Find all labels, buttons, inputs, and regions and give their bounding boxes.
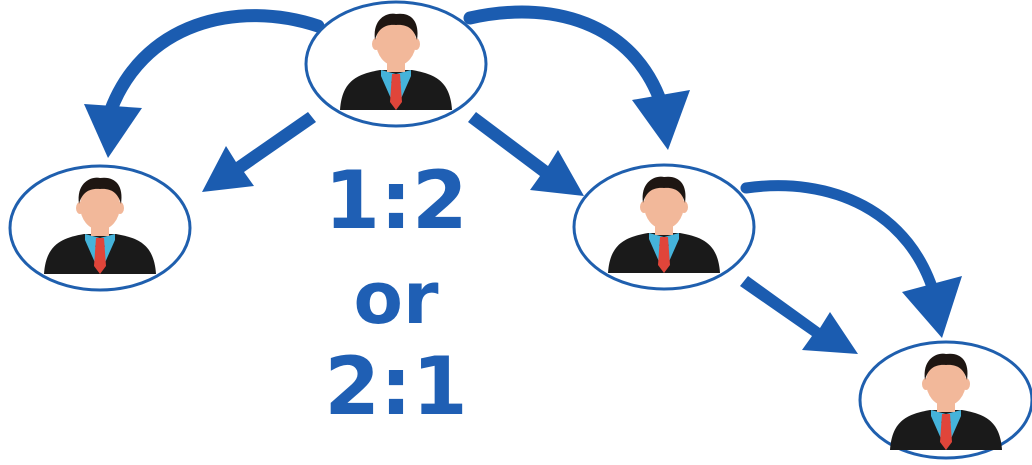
ratio-line-2: or — [353, 256, 439, 340]
ratio-line-1: 1:2 — [324, 154, 468, 247]
straight-arrow-top-to-right — [468, 112, 584, 196]
straight-arrows — [202, 112, 858, 354]
person-top — [304, 0, 488, 128]
curved-arrow-top-to-right — [463, 5, 671, 119]
curved-arrow-middle-to-bottom — [740, 180, 942, 306]
curved-arrow-head-right — [632, 90, 690, 150]
person-bottom-right — [858, 340, 1032, 460]
person-left — [8, 164, 192, 292]
person-middle-right — [572, 163, 756, 291]
curved-arrow-head-left — [84, 104, 142, 158]
straight-arrow-middle-to-bottom — [740, 276, 858, 354]
curved-arrows — [84, 5, 962, 338]
straight-arrow-top-to-left — [202, 112, 316, 192]
ratio-line-3: 2:1 — [324, 340, 468, 433]
curved-arrow-top-to-left — [101, 9, 325, 125]
curved-arrow-head-bottom — [902, 276, 962, 338]
